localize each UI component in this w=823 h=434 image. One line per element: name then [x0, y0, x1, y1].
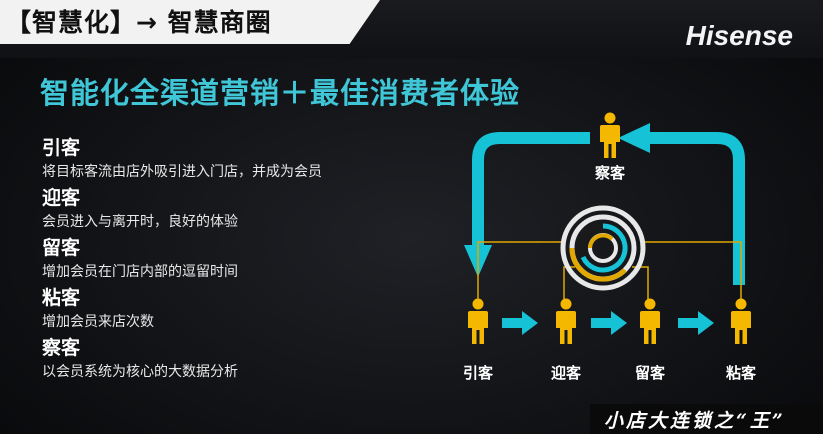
left-loop-arrow — [472, 132, 590, 245]
main-title: 智能化全渠道营销＋最佳消费者体验 — [40, 76, 521, 110]
footer-band — [590, 404, 823, 434]
step-item: 察客 以会员系统为核心的大数据分析 — [42, 336, 442, 386]
flow-diagram-svg — [464, 112, 751, 344]
step-name: 粘客 — [42, 287, 81, 309]
header-title: 【智慧化】→ 智慧商圈 — [6, 8, 272, 37]
right-loop-arrowhead — [618, 123, 650, 153]
step-item: 粘客 增加会员来店次数 — [42, 286, 442, 336]
step-item: 引客 将目标客流由店外吸引进入门店，并成为会员 — [42, 136, 442, 186]
step-desc: 会员进入与离开时，良好的体验 — [42, 214, 238, 230]
flow-arrow — [591, 311, 627, 335]
node-label: 留客 — [634, 364, 665, 382]
person-icon — [556, 298, 576, 344]
step-item: 留客 增加会员在门店内部的逗留时间 — [42, 236, 442, 286]
step-desc: 将目标客流由店外吸引进入门店，并成为会员 — [42, 164, 322, 180]
right-loop-arrow — [650, 132, 745, 285]
brand-logo: Hisense — [685, 20, 793, 51]
node-label: 迎客 — [550, 364, 581, 382]
node-label: 引客 — [462, 364, 493, 382]
steps-list: 引客 将目标客流由店外吸引进入门店，并成为会员 迎客 会员进入与离开时，良好的体… — [42, 136, 442, 386]
customer-flow-diagram: 察客 引客 迎客 留客 粘客 — [450, 105, 823, 395]
ring-icon — [560, 205, 646, 291]
person-icon — [640, 298, 660, 344]
person-icon — [600, 112, 620, 158]
step-desc: 增加会员在门店内部的逗留时间 — [42, 264, 238, 280]
node-label-top: 察客 — [594, 164, 625, 182]
node-label: 粘客 — [725, 364, 756, 382]
footer-slogan: 小店大连锁之“王” — [604, 410, 786, 432]
step-name: 察客 — [42, 337, 81, 359]
person-icon — [468, 298, 488, 344]
connector-lines — [477, 241, 742, 301]
step-name: 留客 — [42, 237, 81, 259]
flow-arrow — [678, 311, 714, 335]
step-name: 引客 — [42, 137, 81, 159]
flow-arrow — [502, 311, 538, 335]
step-desc: 以会员系统为核心的大数据分析 — [42, 364, 238, 380]
step-item: 迎客 会员进入与离开时，良好的体验 — [42, 186, 442, 236]
header-title-panel: 【智慧化】→ 智慧商圈 — [0, 0, 380, 44]
person-icon — [731, 298, 751, 344]
step-name: 迎客 — [42, 187, 81, 209]
step-desc: 增加会员来店次数 — [42, 314, 154, 330]
